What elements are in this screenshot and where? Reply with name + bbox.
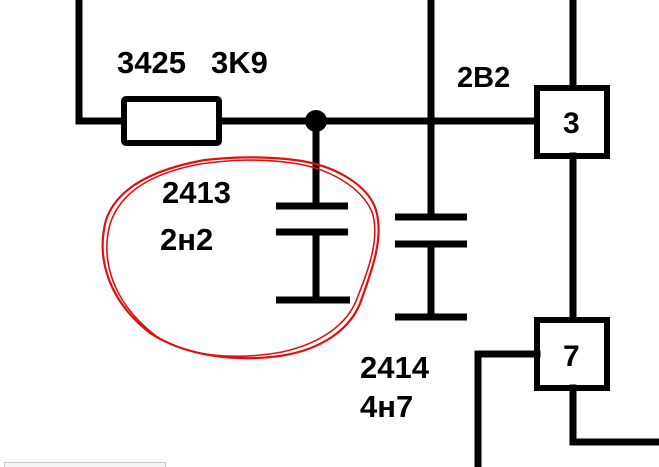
capacitor-2413: [276, 117, 350, 304]
connector-7-label: 7: [563, 340, 580, 373]
resistor-3425: [121, 96, 222, 146]
hand-drawn-annotation-circle: [101, 156, 380, 360]
capacitor-2414: [395, 116, 467, 321]
capacitor-a-ref-label: 2413: [162, 175, 231, 210]
connector-3-label: 3: [563, 107, 580, 140]
capacitor-b-value-label: 4н7: [360, 389, 413, 424]
bottom-scroll-tab: [4, 462, 166, 467]
capacitor-a-value-label: 2н2: [160, 222, 213, 257]
net-label: 2B2: [457, 62, 510, 94]
resistor-value-label: 3K9: [211, 45, 268, 80]
resistor-ref-label: 3425: [117, 45, 186, 80]
capacitor-b-ref-label: 2414: [360, 350, 430, 385]
connector-box-3: [534, 85, 610, 159]
